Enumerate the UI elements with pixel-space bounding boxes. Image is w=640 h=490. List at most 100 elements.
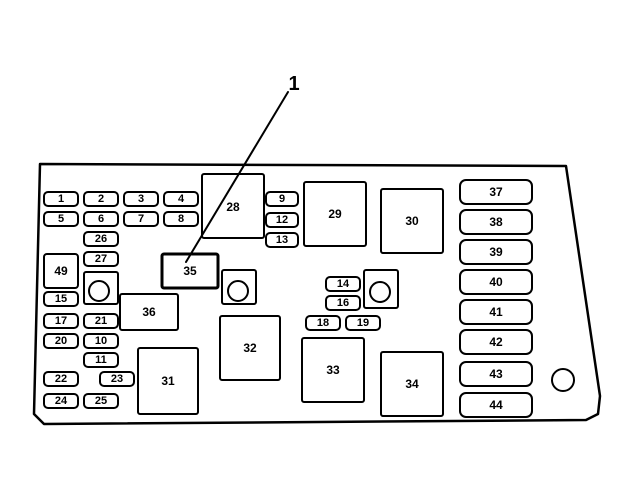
relay-36-label: 36: [142, 305, 156, 319]
fuse-12: [265, 212, 299, 228]
fuse-24-label: 24: [55, 395, 68, 407]
relay-28-label: 28: [226, 200, 240, 214]
maxi-fuse-37-label: 37: [489, 185, 503, 199]
fuse-6: [83, 211, 119, 227]
relay-29: [303, 181, 367, 247]
maxi-fuse-40-label: 40: [489, 275, 503, 289]
fuse-21: [83, 313, 119, 329]
fuse-15-label: 15: [55, 293, 67, 305]
fuse-17: [43, 313, 79, 329]
fuse-1-label: 1: [58, 193, 64, 205]
fuse-14-label: 14: [337, 278, 350, 290]
relay-34-label: 34: [405, 377, 419, 391]
fuse-20-label: 20: [55, 335, 67, 347]
fuse-19-label: 19: [357, 317, 369, 329]
maxi-fuse-44: [459, 392, 533, 418]
fuse-7-label: 7: [138, 213, 144, 225]
mounting-holes: [83, 269, 575, 392]
maxi-fuse-39-label: 39: [489, 245, 503, 259]
fuse-15: [43, 291, 79, 307]
component-49-label: 49: [54, 264, 68, 278]
callout-leader-line: [185, 91, 289, 263]
mounting-hole-socket: [363, 269, 399, 309]
fuse-25: [83, 393, 119, 409]
relay-31-label: 31: [161, 374, 175, 388]
relay-33-label: 33: [326, 363, 340, 377]
maxi-fuse-44-label: 44: [489, 398, 503, 412]
maxi-fuse-43: [459, 361, 533, 387]
fuse-11: [83, 352, 119, 368]
fuse-13-label: 13: [276, 234, 288, 246]
maxi-fuse-37: [459, 179, 533, 205]
maxi-fuse-41-label: 41: [489, 305, 503, 319]
fuse-4: [163, 191, 199, 207]
fuse-27-label: 27: [95, 253, 107, 265]
maxi-fuse-42-label: 42: [489, 335, 503, 349]
fuse-21-label: 21: [95, 315, 107, 327]
maxi-fuse-41: [459, 299, 533, 325]
fuse-1: [43, 191, 79, 207]
relay-32: [219, 315, 281, 381]
relay-36: [119, 293, 179, 331]
maxi-fuses: [459, 179, 533, 418]
maxi-fuse-39: [459, 239, 533, 265]
mounting-hole: [227, 280, 249, 302]
fuse-27: [83, 251, 119, 267]
fuse-3: [123, 191, 159, 207]
maxi-fuse-40: [459, 269, 533, 295]
fuse-19: [345, 315, 381, 331]
fuse-23: [99, 371, 135, 387]
relay-30-label: 30: [405, 214, 419, 228]
fuse-16: [325, 295, 361, 311]
mounting-hole: [88, 280, 110, 302]
fuse-23-label: 23: [111, 373, 123, 385]
mounting-hole-socket: [83, 271, 119, 305]
fuse-18-label: 18: [317, 317, 329, 329]
mounting-hole-socket: [221, 269, 257, 305]
fuse-24: [43, 393, 79, 409]
component-49: [43, 253, 79, 289]
maxi-fuse-42: [459, 329, 533, 355]
fuse-2: [83, 191, 119, 207]
fuse-4-label: 4: [178, 193, 185, 205]
relays: [43, 173, 444, 417]
fuse-22-label: 22: [55, 373, 67, 385]
relay-35-label: 35: [183, 264, 197, 278]
maxi-fuse-38-label: 38: [489, 215, 503, 229]
fuse-11-label: 11: [95, 354, 107, 366]
fuse-8-label: 8: [178, 213, 184, 225]
fuse-8: [163, 211, 199, 227]
relay-28: [201, 173, 265, 239]
maxi-fuse-43-label: 43: [489, 367, 503, 381]
fuse-22: [43, 371, 79, 387]
fuse-2-label: 2: [98, 193, 104, 205]
fuse-16-label: 16: [337, 297, 349, 309]
mini-fuses: [43, 191, 381, 409]
fuse-6-label: 6: [98, 213, 104, 225]
fuse-5: [43, 211, 79, 227]
fuse-5-label: 5: [58, 213, 64, 225]
mounting-hole: [551, 368, 575, 392]
relay-34: [380, 351, 444, 417]
relay-31: [137, 347, 199, 415]
fuse-26: [83, 231, 119, 247]
fuse-12-label: 12: [276, 214, 288, 226]
callout-label: 1: [288, 73, 299, 95]
fuse-20: [43, 333, 79, 349]
fuse-block-outline: [32, 162, 602, 426]
fuse-13: [265, 232, 299, 248]
relay-30: [380, 188, 444, 254]
fuse-7: [123, 211, 159, 227]
fuse-9-label: 9: [279, 193, 285, 205]
fuse-18: [305, 315, 341, 331]
relay-33: [301, 337, 365, 403]
fuse-10: [83, 333, 119, 349]
fuse-3-label: 3: [138, 193, 144, 205]
fuse-25-label: 25: [95, 395, 107, 407]
relay-29-label: 29: [328, 207, 342, 221]
fuse-14: [325, 276, 361, 292]
fuse-10-label: 10: [95, 335, 107, 347]
fuse-17-label: 17: [55, 315, 67, 327]
mounting-hole: [369, 281, 391, 303]
